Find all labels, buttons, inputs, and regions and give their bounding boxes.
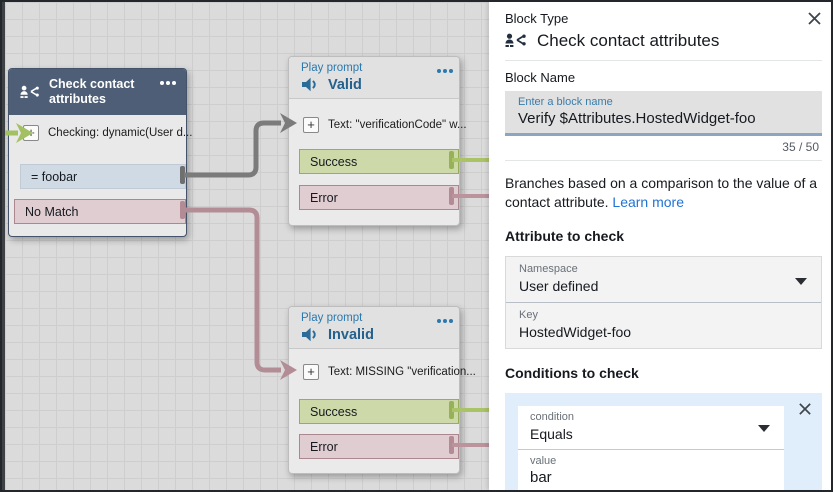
ellipsis-icon <box>437 319 441 323</box>
close-panel-button[interactable] <box>807 11 822 26</box>
block-properties-panel: Block Type Check contact attributes Bloc… <box>489 2 831 490</box>
prompt-text-row: + Text: MISSING "verification... <box>289 356 476 388</box>
invalid-block-header: Play prompt Invalid <box>289 307 459 349</box>
learn-more-link[interactable]: Learn more <box>612 194 684 210</box>
success-branch[interactable]: Success <box>299 399 459 424</box>
condition-select[interactable]: condition Equals <box>518 406 784 449</box>
prompt-text-row: + Text: "verificationCode" w... <box>289 109 467 141</box>
checking-row-text: Checking: dynamic(User d... <box>48 127 193 139</box>
block-name-field[interactable]: Enter a block name <box>505 91 822 136</box>
play-prompt-invalid-block[interactable]: Play prompt Invalid + Text: MISSING "ver… <box>288 306 476 474</box>
key-label: Key <box>519 309 538 321</box>
error-branch[interactable]: Error <box>299 185 459 210</box>
expand-attribute-button[interactable]: + <box>23 125 39 141</box>
block-menu-button[interactable] <box>160 79 178 87</box>
speaker-icon <box>302 77 316 92</box>
flow-canvas[interactable]: Check contact attributes + Checking: dyn… <box>2 2 489 490</box>
block-menu-button[interactable] <box>437 67 455 75</box>
block-name-input[interactable] <box>518 110 809 127</box>
block-title: Invalid <box>328 326 374 343</box>
char-counter: 35 / 50 <box>782 140 819 154</box>
description-text: Branches based on a comparison to the va… <box>505 175 818 210</box>
divider <box>505 160 822 161</box>
expand-prompt-button[interactable]: + <box>303 364 319 380</box>
close-icon <box>808 12 821 25</box>
foobar-to-valid-connector[interactable] <box>184 120 281 178</box>
play-prompt-valid-block[interactable]: Play prompt Valid + Text: "verificationC… <box>288 56 467 226</box>
remove-condition-button[interactable] <box>798 402 812 416</box>
namespace-select[interactable]: Namespace User defined <box>506 257 821 302</box>
prompt-text: Text: MISSING "verification... <box>328 366 476 378</box>
chevron-down-icon[interactable] <box>795 278 807 285</box>
checking-row: + Checking: dynamic(User d... <box>9 115 192 151</box>
condition-card: condition Equals value <box>505 393 822 490</box>
ellipsis-icon <box>437 69 441 73</box>
success-branch[interactable]: Success <box>299 149 459 174</box>
expand-prompt-button[interactable]: + <box>303 117 319 133</box>
check-contact-attributes-icon <box>505 33 526 47</box>
block-type-label: Block Type <box>505 11 569 26</box>
conditions-section-title: Conditions to check <box>505 365 639 381</box>
valid-block-header: Play prompt Valid <box>289 57 459 99</box>
block-menu-button[interactable] <box>437 317 455 325</box>
condition-value-field[interactable]: value <box>518 449 784 490</box>
close-icon <box>799 403 811 415</box>
no-match-branch[interactable]: No Match <box>14 199 186 224</box>
nomatch-to-invalid-connector[interactable] <box>184 207 281 373</box>
check-contact-attributes-block[interactable]: Check contact attributes + Checking: dyn… <box>8 68 192 237</box>
block-name-label: Block Name <box>505 70 576 85</box>
condition-value-input[interactable] <box>530 469 772 486</box>
attribute-section-title: Attribute to check <box>505 228 625 244</box>
condition-label: condition <box>530 411 575 423</box>
prompt-text: Text: "verificationCode" w... <box>328 119 467 131</box>
error-branch[interactable]: Error <box>299 434 459 459</box>
check-contact-attributes-icon <box>20 85 39 98</box>
value-label: value <box>530 455 557 467</box>
check-block-header: Check contact attributes <box>9 69 186 115</box>
condition-branch-foobar[interactable]: = foobar <box>20 164 186 189</box>
key-input[interactable] <box>519 324 808 340</box>
block-type-label: Play prompt <box>301 62 363 74</box>
divider <box>505 60 822 61</box>
speaker-icon <box>302 327 316 342</box>
block-name-placeholder: Enter a block name <box>518 96 613 108</box>
block-type-label: Play prompt <box>301 312 363 324</box>
namespace-label: Namespace <box>519 263 578 275</box>
block-title: Valid <box>328 76 362 93</box>
panel-title: Check contact attributes <box>537 31 720 50</box>
chevron-down-icon[interactable] <box>758 425 770 432</box>
block-title: Check contact attributes <box>49 77 135 106</box>
block-description: Branches based on a comparison to the va… <box>505 174 822 212</box>
attribute-field-group: Namespace User defined Key <box>505 256 822 349</box>
ellipsis-icon <box>160 81 164 85</box>
condition-value: Equals <box>530 426 573 442</box>
key-field[interactable]: Key <box>506 302 821 348</box>
namespace-value: User defined <box>519 278 599 294</box>
